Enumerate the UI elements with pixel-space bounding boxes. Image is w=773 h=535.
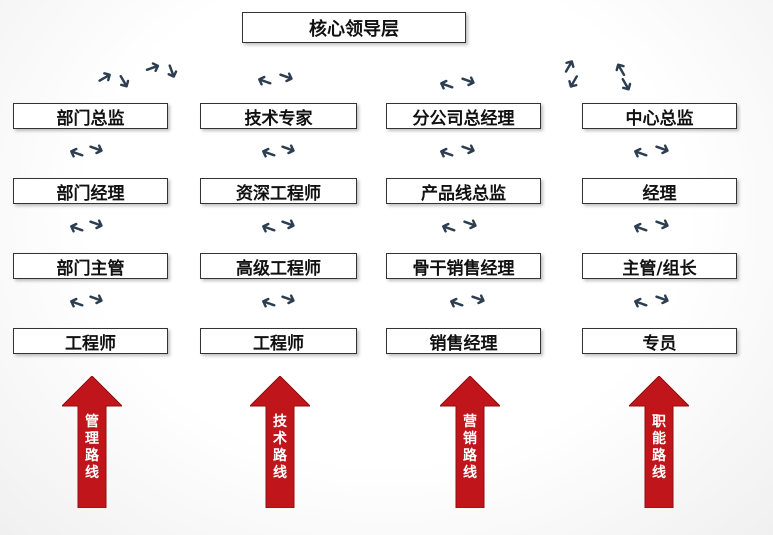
cycle-arrows-icon: ➜➜ bbox=[434, 65, 481, 101]
functional-path-arrow: 职能路线 bbox=[627, 375, 691, 509]
tech-level-2: 高级工程师 bbox=[200, 253, 357, 279]
technical-path-arrow: 技术路线 bbox=[248, 375, 312, 509]
cycle-arrows-icon: ➜➜ bbox=[434, 133, 481, 169]
cycle-arrows-icon: ➜➜ bbox=[444, 283, 491, 319]
cycle-arrows-icon: ➜➜ bbox=[436, 208, 483, 244]
cycle-arrows-icon: ➜➜ bbox=[628, 208, 675, 244]
tech-level-3: 资深工程师 bbox=[200, 178, 357, 204]
tech-level-4: 技术专家 bbox=[200, 103, 357, 129]
cycle-arrows-icon: ➜➜ bbox=[628, 283, 675, 319]
management-path-arrow: 管理路线 bbox=[60, 375, 124, 509]
cycle-arrows-icon: ➜ ➜ ➜ ➜ bbox=[91, 52, 187, 95]
mgmt-level-2: 部门主管 bbox=[13, 253, 168, 279]
mgmt-level-3: 部门经理 bbox=[13, 178, 168, 204]
sales-level-4: 分公司总经理 bbox=[386, 103, 541, 129]
management-path-label: 管理路线 bbox=[85, 414, 99, 481]
tech-level-1: 工程师 bbox=[200, 328, 357, 354]
marketing-path-arrow: 营销路线 bbox=[438, 375, 502, 509]
func-level-1: 专员 bbox=[582, 328, 737, 354]
func-level-3: 经理 bbox=[582, 178, 737, 204]
cycle-arrows-icon: ➜➜ bbox=[256, 133, 301, 169]
cycle-arrows-icon: ➜➜ bbox=[64, 283, 109, 319]
cycle-arrows-icon: ➜➜ bbox=[64, 208, 109, 244]
core-leadership-box: 核心领导层 bbox=[242, 12, 466, 43]
mgmt-level-1: 工程师 bbox=[13, 328, 168, 354]
cycle-arrows-icon: ➜ ➜ ➜ ➜ bbox=[553, 52, 641, 98]
cycle-arrows-icon: ➜➜ bbox=[256, 208, 301, 244]
cycle-arrows-icon: ➜➜ bbox=[64, 133, 109, 169]
sales-level-1: 销售经理 bbox=[386, 328, 541, 354]
cycle-arrows-icon: ➜➜ bbox=[256, 283, 301, 319]
cycle-arrows-icon: ➜➜ bbox=[252, 61, 299, 97]
func-level-2: 主管/组长 bbox=[582, 253, 737, 279]
func-level-4: 中心总监 bbox=[582, 103, 737, 129]
functional-path-label: 职能路线 bbox=[652, 414, 666, 481]
marketing-path-label: 营销路线 bbox=[463, 414, 477, 481]
sales-level-2: 骨干销售经理 bbox=[386, 253, 541, 279]
sales-level-3: 产品线总监 bbox=[386, 178, 541, 204]
technical-path-label: 技术路线 bbox=[273, 414, 287, 481]
mgmt-level-4: 部门总监 bbox=[13, 103, 168, 129]
cycle-arrows-icon: ➜➜ bbox=[628, 133, 675, 169]
